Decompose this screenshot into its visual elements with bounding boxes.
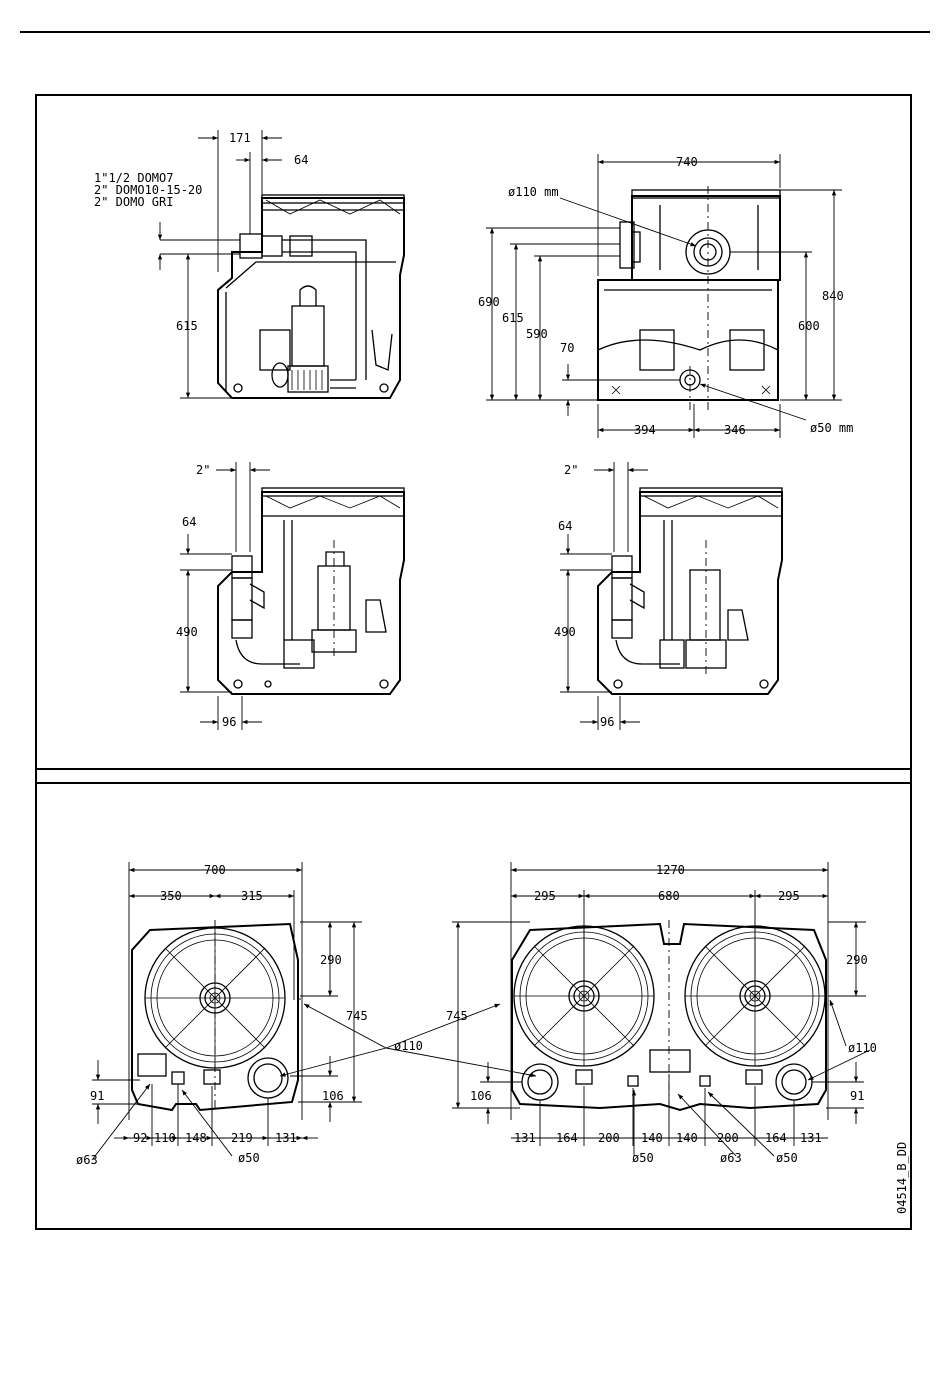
view-front — [598, 186, 780, 410]
dim-295-left: 295 — [534, 889, 556, 903]
view-section-a — [218, 488, 404, 694]
dim-131-a: 131 — [275, 1131, 297, 1145]
dim-171: 171 — [229, 131, 251, 145]
dim-row-164-a: 164 — [556, 1131, 578, 1145]
dim-91-a: 91 — [90, 1089, 104, 1103]
dim-row-200-b: 200 — [717, 1131, 739, 1145]
dim-615-front: 615 — [502, 311, 524, 325]
dim-346: 346 — [724, 423, 746, 437]
outlet-spec-3: 2" DOMO GRI — [94, 195, 173, 209]
dim-row-131-b: 131 — [800, 1131, 822, 1145]
shared-dia-110: ø110 — [280, 1004, 536, 1076]
dims-section-a: 2" 64 490 96 — [176, 462, 270, 730]
dim-350: 350 — [160, 889, 182, 903]
dia-50-a: ø50 — [238, 1151, 260, 1165]
dim-1270: 1270 — [656, 863, 685, 877]
dim-row-200-a: 200 — [598, 1131, 620, 1145]
dim-row-140-b: 140 — [676, 1131, 698, 1145]
dia-63-b: ø63 — [720, 1151, 742, 1165]
dim-690: 690 — [478, 295, 500, 309]
dia-110-shared: ø110 — [394, 1039, 423, 1053]
dim-219: 219 — [231, 1131, 253, 1145]
view-side-section — [218, 195, 404, 398]
dia-110-mm: ø110 mm — [508, 185, 559, 199]
dim-295-right: 295 — [778, 889, 800, 903]
dim-680: 680 — [658, 889, 680, 903]
dim-row-164-b: 164 — [765, 1131, 787, 1145]
dia-110-b: ø110 — [848, 1041, 877, 1055]
dim-110: 110 — [154, 1131, 176, 1145]
dim-700: 700 — [204, 863, 226, 877]
dia-63-a: ø63 — [76, 1153, 98, 1167]
dim-600: 600 — [798, 319, 820, 333]
plan-single — [132, 920, 300, 1110]
dia-50-mm: ø50 mm — [810, 421, 853, 435]
dim-96-b: 96 — [600, 715, 614, 729]
dim-64-b: 64 — [558, 519, 572, 533]
dia-50-b2: ø50 — [776, 1151, 798, 1165]
dims-section-b: 2" 64 490 96 — [554, 462, 648, 730]
dim-row-140-a: 140 — [641, 1131, 663, 1145]
dim-394: 394 — [634, 423, 656, 437]
view-section-b — [598, 488, 782, 694]
dim-490-b: 490 — [554, 625, 576, 639]
dim-740: 740 — [676, 155, 698, 169]
dia-50-b1: ø50 — [632, 1151, 654, 1165]
dim-64-top: 64 — [294, 153, 308, 167]
dim-row-131-a: 131 — [514, 1131, 536, 1145]
dims-plan-double: 1270 295 680 295 290 745 106 91 131 — [446, 862, 877, 1165]
dim-745-b: 745 — [446, 1009, 468, 1023]
dim-92: 92 — [133, 1131, 147, 1145]
dim-315: 315 — [241, 889, 263, 903]
dim-106-a: 106 — [322, 1089, 344, 1103]
dim-70: 70 — [560, 341, 574, 355]
pipe-2in-b: 2" — [564, 463, 578, 477]
pipe-2in-a: 2" — [196, 463, 210, 477]
dim-290-b: 290 — [846, 953, 868, 967]
dim-91-b: 91 — [850, 1089, 864, 1103]
dim-64-a: 64 — [182, 515, 196, 529]
dim-106-b: 106 — [470, 1089, 492, 1103]
dim-490-a: 490 — [176, 625, 198, 639]
dim-590: 590 — [526, 327, 548, 341]
dim-96-a: 96 — [222, 715, 236, 729]
drawing-code: 04514_B_DD — [895, 1142, 909, 1214]
dim-290-a: 290 — [320, 953, 342, 967]
dim-840: 840 — [822, 289, 844, 303]
dim-745-a: 745 — [346, 1009, 368, 1023]
dims-side-section: 171 64 1"1/2 DOMO7 2" DOMO10-15-20 2" DO… — [94, 130, 308, 398]
dim-148: 148 — [185, 1131, 207, 1145]
dim-615-left: 615 — [176, 319, 198, 333]
